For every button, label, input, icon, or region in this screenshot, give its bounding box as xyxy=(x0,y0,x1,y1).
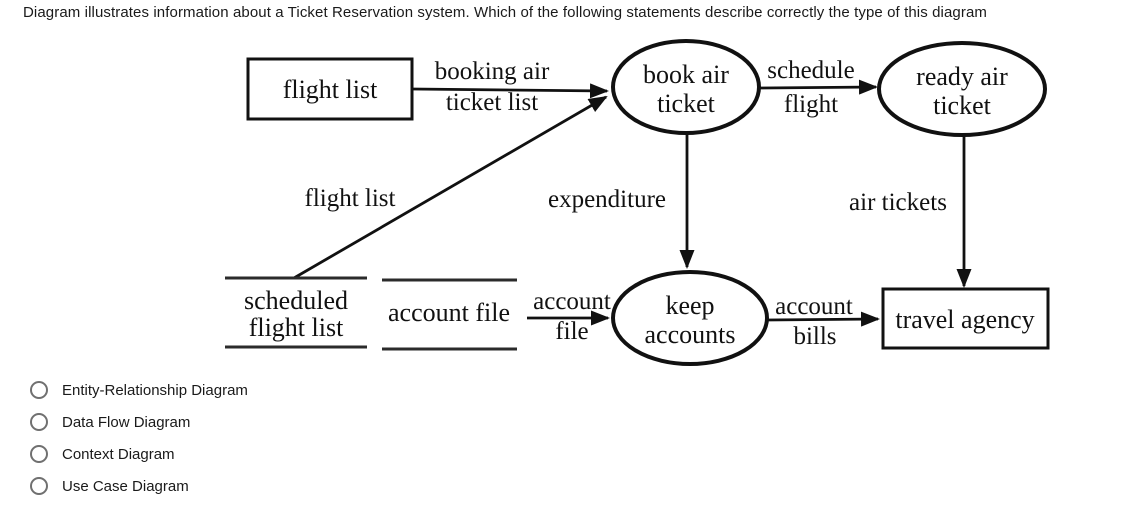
process-ready-air-ticket xyxy=(877,41,1047,137)
flow-label-account-bills-1: account xyxy=(775,293,853,320)
entity-travel-agency-label: travel agency xyxy=(895,305,1034,334)
radio-entity-relationship[interactable] xyxy=(30,381,48,399)
process-book-air-ticket xyxy=(611,39,761,135)
store-scheduled-flight-list-line2: flight list xyxy=(249,313,344,342)
process-ready-air-ticket-line1: ready air xyxy=(916,62,1008,91)
process-ready-air-ticket-line2: ticket xyxy=(933,91,992,120)
question-text: Diagram illustrates information about a … xyxy=(23,4,987,21)
option-label-data-flow[interactable]: Data Flow Diagram xyxy=(62,413,191,431)
radio-use-case[interactable] xyxy=(30,477,48,495)
store-account-file-label: account file xyxy=(388,298,510,327)
flow-arrow-account-bills xyxy=(766,311,880,327)
option-label-entity-relationship[interactable]: Entity-Relationship Diagram xyxy=(62,381,248,399)
option-row-use-case: Use Case Diagram xyxy=(30,477,189,495)
flow-label-expenditure: expenditure xyxy=(548,186,666,213)
flow-label-file: file xyxy=(555,318,588,345)
flow-arrow-booking-air-ticket-list xyxy=(411,83,609,99)
option-label-context[interactable]: Context Diagram xyxy=(62,445,175,463)
entity-flight-list-label: flight list xyxy=(283,75,378,104)
option-row-context: Context Diagram xyxy=(30,445,175,463)
flow-label-air-tickets: air tickets xyxy=(849,189,947,216)
flow-label-flight: flight xyxy=(784,91,838,118)
store-scheduled-flight-list-line1: scheduled xyxy=(244,286,348,315)
process-keep-accounts-line1: keep xyxy=(665,291,714,320)
flow-arrow-flight-list xyxy=(293,95,608,280)
flow-label-flight-list: flight list xyxy=(305,185,396,212)
option-row-data-flow: Data Flow Diagram xyxy=(30,413,190,431)
entity-flight-list xyxy=(246,57,414,121)
process-book-air-ticket-line1: book air xyxy=(643,60,729,89)
option-label-use-case[interactable]: Use Case Diagram xyxy=(62,477,189,495)
entity-travel-agency xyxy=(881,287,1050,350)
flow-label-ticket-list: ticket list xyxy=(446,89,538,116)
flow-label-booking-air: booking air xyxy=(435,58,550,85)
process-keep-accounts-line2: accounts xyxy=(645,320,736,349)
process-book-air-ticket-line2: ticket xyxy=(657,89,716,118)
radio-data-flow[interactable] xyxy=(30,413,48,431)
option-row-entity-relationship: Entity-Relationship Diagram xyxy=(30,381,248,399)
flow-arrow-schedule-flight xyxy=(758,79,878,95)
flow-label-schedule: schedule xyxy=(767,57,854,84)
flow-label-account: account xyxy=(533,288,611,315)
process-keep-accounts xyxy=(611,270,769,366)
radio-context[interactable] xyxy=(30,445,48,463)
flow-label-account-bills-2: bills xyxy=(793,323,836,350)
